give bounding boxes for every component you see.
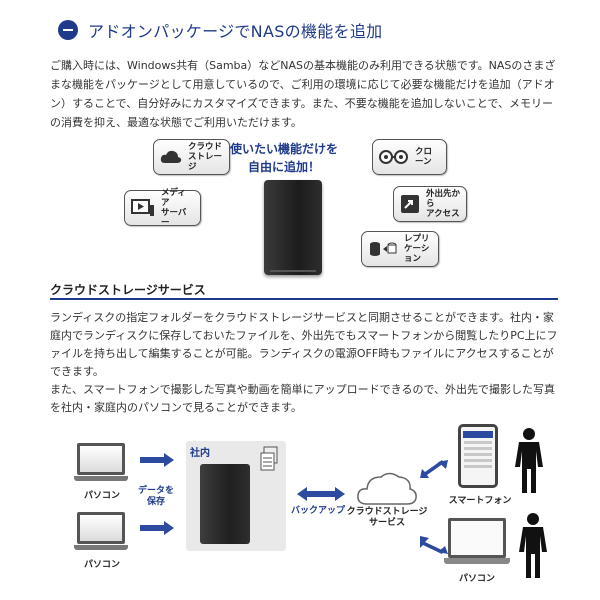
section-header: アドオンパッケージでNASの機能を追加 xyxy=(58,18,382,42)
monitor-icon xyxy=(77,512,125,544)
cloud-service-label: クラウドストレージ サービス xyxy=(346,507,428,528)
double-arrow-icon xyxy=(420,460,448,478)
pc1-label: パソコン xyxy=(83,491,120,501)
cloud-paragraph-2: また、スマートフォンで撮影した写真や動画を簡単にアップロードできるので、外出先で… xyxy=(50,383,556,414)
laptop-label: パソコン xyxy=(458,574,495,584)
feature-clone: クローン xyxy=(372,139,447,175)
media-play-icon xyxy=(131,199,154,216)
person-icon xyxy=(515,428,543,493)
document-icon xyxy=(260,446,278,471)
monitor-icon xyxy=(448,518,506,558)
cloud-section-heading: クラウドストレージサービス xyxy=(50,283,206,297)
feature-label: ケーション xyxy=(404,244,430,264)
cloud-icon xyxy=(357,472,417,505)
desktop-pc-2 xyxy=(74,512,128,550)
smartphone-label: スマートフォン xyxy=(448,496,512,506)
person-icon xyxy=(519,513,547,578)
cloud-section-body: ランディスクの指定フォルダーをクラウドストレージサービスと同期させることができま… xyxy=(50,309,558,417)
desktop-pc-1 xyxy=(74,443,128,481)
feature-label: クラウド xyxy=(188,142,223,152)
feature-replication: レプリケーション xyxy=(361,231,439,267)
arrow-right-icon xyxy=(140,521,174,535)
headline-line: 自由に追加！ xyxy=(247,160,320,174)
clone-icon xyxy=(379,150,408,164)
feature-label: 外出先から xyxy=(426,189,461,209)
collapse-minus-icon[interactable] xyxy=(58,20,78,40)
smartphone xyxy=(458,424,498,488)
addon-headline: 使いたい機能だけを 自由に追加！ xyxy=(229,140,339,176)
section-title: アドオンパッケージでNASの機能を追加 xyxy=(88,22,383,41)
feature-label: アクセス xyxy=(426,209,460,219)
replication-icon xyxy=(370,242,397,256)
arrow-right-icon xyxy=(140,453,174,467)
laptop-pc xyxy=(444,518,510,564)
nas-device-image xyxy=(200,464,250,544)
feature-label: レプリ xyxy=(404,234,430,244)
feature-label: サーバー xyxy=(161,208,187,228)
feature-remote-access: 外出先からアクセス xyxy=(393,186,467,222)
backup-label: バックアップ xyxy=(290,506,345,516)
remote-access-icon xyxy=(401,195,419,213)
feature-label: メディア xyxy=(161,188,186,208)
heading-divider xyxy=(50,298,558,300)
cloud-paragraph-1: ランディスクの指定フォルダーをクラウドストレージサービスと同期させることができま… xyxy=(50,311,558,378)
intro-paragraph: ご購入時には、Windows共有（Samba）などNASの基本機能のみ利用できる… xyxy=(50,59,556,129)
cloud-icon xyxy=(160,150,182,163)
headline-line: 使いたい機能だけを xyxy=(229,142,338,156)
feature-media-server: メディアサーバー xyxy=(124,188,201,228)
monitor-icon xyxy=(77,443,125,475)
feature-label: クローン xyxy=(415,147,433,167)
double-arrow-icon xyxy=(297,487,345,501)
nas-device-image xyxy=(264,180,322,275)
feature-label: ストレージ xyxy=(188,152,223,172)
save-data-label: データを 保存 xyxy=(137,486,174,507)
double-arrow-icon xyxy=(420,536,448,554)
feature-cloud-storage: クラウドストレージ xyxy=(153,139,230,175)
pc2-label: パソコン xyxy=(83,560,120,570)
office-label: 社内 xyxy=(190,448,210,459)
